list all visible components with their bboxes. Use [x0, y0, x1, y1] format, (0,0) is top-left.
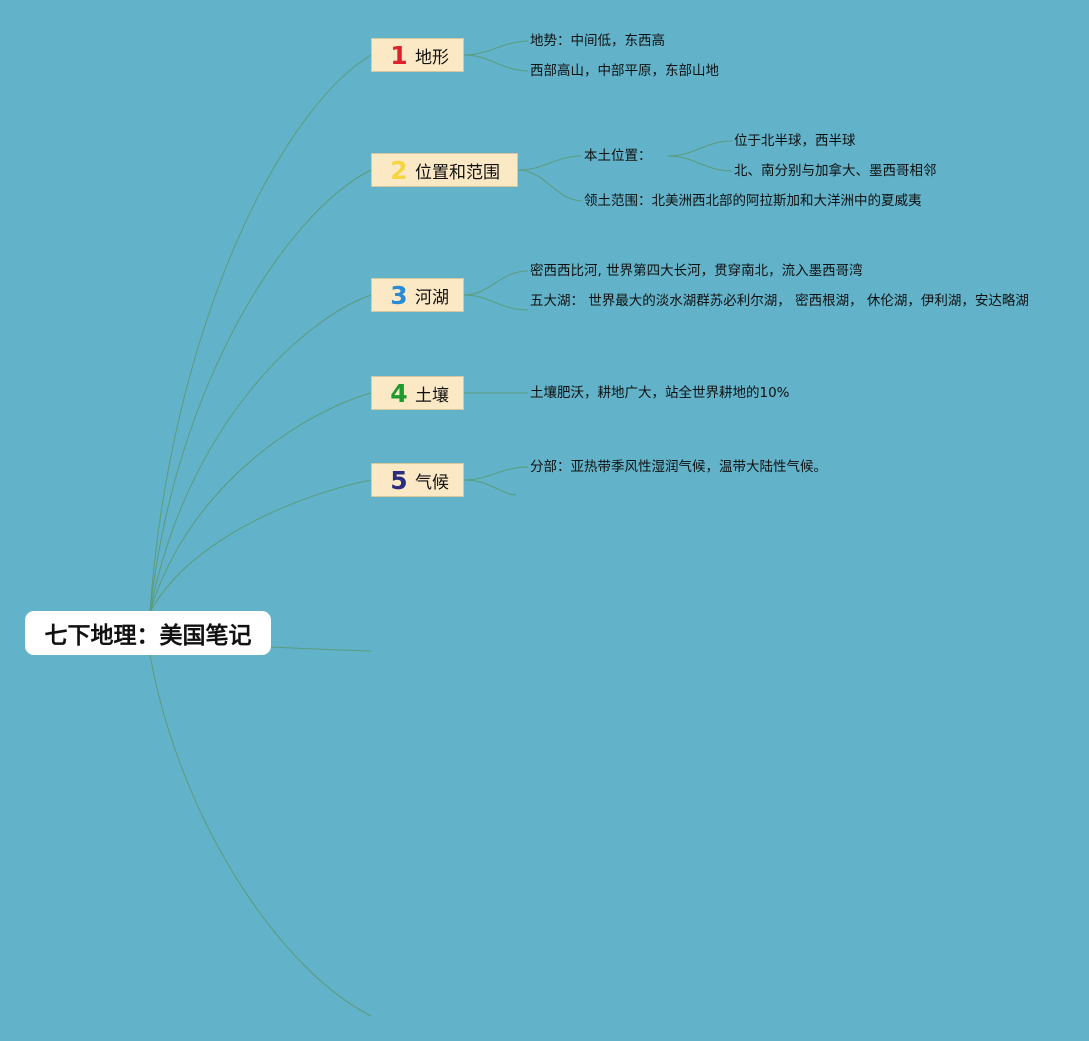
- link-t2-a-2: [667, 155, 733, 172]
- link-root-empty-2: [149, 654, 372, 1017]
- subtopic-mississippi[interactable]: 密西西比河, 世界第四大长河，贯穿南北，流入墨西哥湾: [530, 263, 863, 279]
- subtopic-neighbors[interactable]: 北、南分别与加拿大、墨西哥相邻: [734, 163, 937, 179]
- number-2-icon: 2: [390, 155, 408, 185]
- number-4-icon: 4: [390, 378, 408, 408]
- number-1-icon: 1: [390, 40, 408, 70]
- link-t2-b: [517, 169, 583, 202]
- number-5-icon: 5: [390, 465, 408, 495]
- subtopic-hemisphere[interactable]: 位于北半球，西半球: [734, 133, 856, 149]
- link-t2-a-1: [667, 140, 733, 157]
- link-t1-b: [463, 54, 529, 72]
- link-t5-b: [463, 479, 517, 496]
- subtopic-terrain[interactable]: 地势：中间低，东西高: [530, 33, 665, 49]
- link-t1-a: [463, 40, 529, 56]
- topic-location-range[interactable]: 2 位置和范围: [371, 153, 518, 187]
- link-t3-a: [463, 270, 529, 296]
- link-root-topic-2: [149, 169, 372, 613]
- topic-label: 地形: [415, 47, 449, 68]
- link-root-empty-1: [269, 646, 372, 652]
- number-3-icon: 3: [390, 280, 408, 310]
- link-root-topic-4: [149, 392, 372, 613]
- subtopic-mainland-location[interactable]: 本土位置：: [584, 148, 652, 164]
- topic-landform[interactable]: 1 地形: [371, 38, 464, 72]
- topic-climate[interactable]: 5 气候: [371, 463, 464, 497]
- root-topic[interactable]: 七下地理：美国笔记: [25, 611, 271, 655]
- subtopic-territory[interactable]: 领土范围：北美洲西北部的阿拉斯加和大洋洲中的夏威夷: [584, 193, 922, 209]
- subtopic-climate-types[interactable]: 分部：亚热带季风性湿润气候，温带大陆性气候。: [530, 459, 827, 475]
- root-title: 七下地理：美国笔记: [44, 623, 252, 649]
- link-t3-b: [463, 294, 529, 311]
- link-root-topic-1: [149, 54, 372, 613]
- subtopic-great-lakes[interactable]: 五大湖： 世界最大的淡水湖群苏必利尔湖， 密西根湖， 休伦湖，伊利湖，安达略湖: [530, 293, 1029, 309]
- topic-rivers-lakes[interactable]: 3 河湖: [371, 278, 464, 312]
- topic-soil[interactable]: 4 土壤: [371, 376, 464, 410]
- subtopic-regions[interactable]: 西部高山，中部平原，东部山地: [530, 63, 719, 79]
- link-root-topic-5: [149, 479, 372, 613]
- topic-label: 位置和范围: [415, 162, 500, 183]
- topic-label: 河湖: [415, 287, 449, 308]
- topic-label: 土壤: [415, 385, 449, 406]
- link-root-topic-3: [149, 294, 372, 613]
- link-t2-a: [517, 155, 583, 171]
- link-t5-a: [463, 466, 529, 481]
- topic-label: 气候: [415, 472, 449, 493]
- subtopic-fertile-soil[interactable]: 土壤肥沃，耕地广大，站全世界耕地的10%: [530, 385, 790, 401]
